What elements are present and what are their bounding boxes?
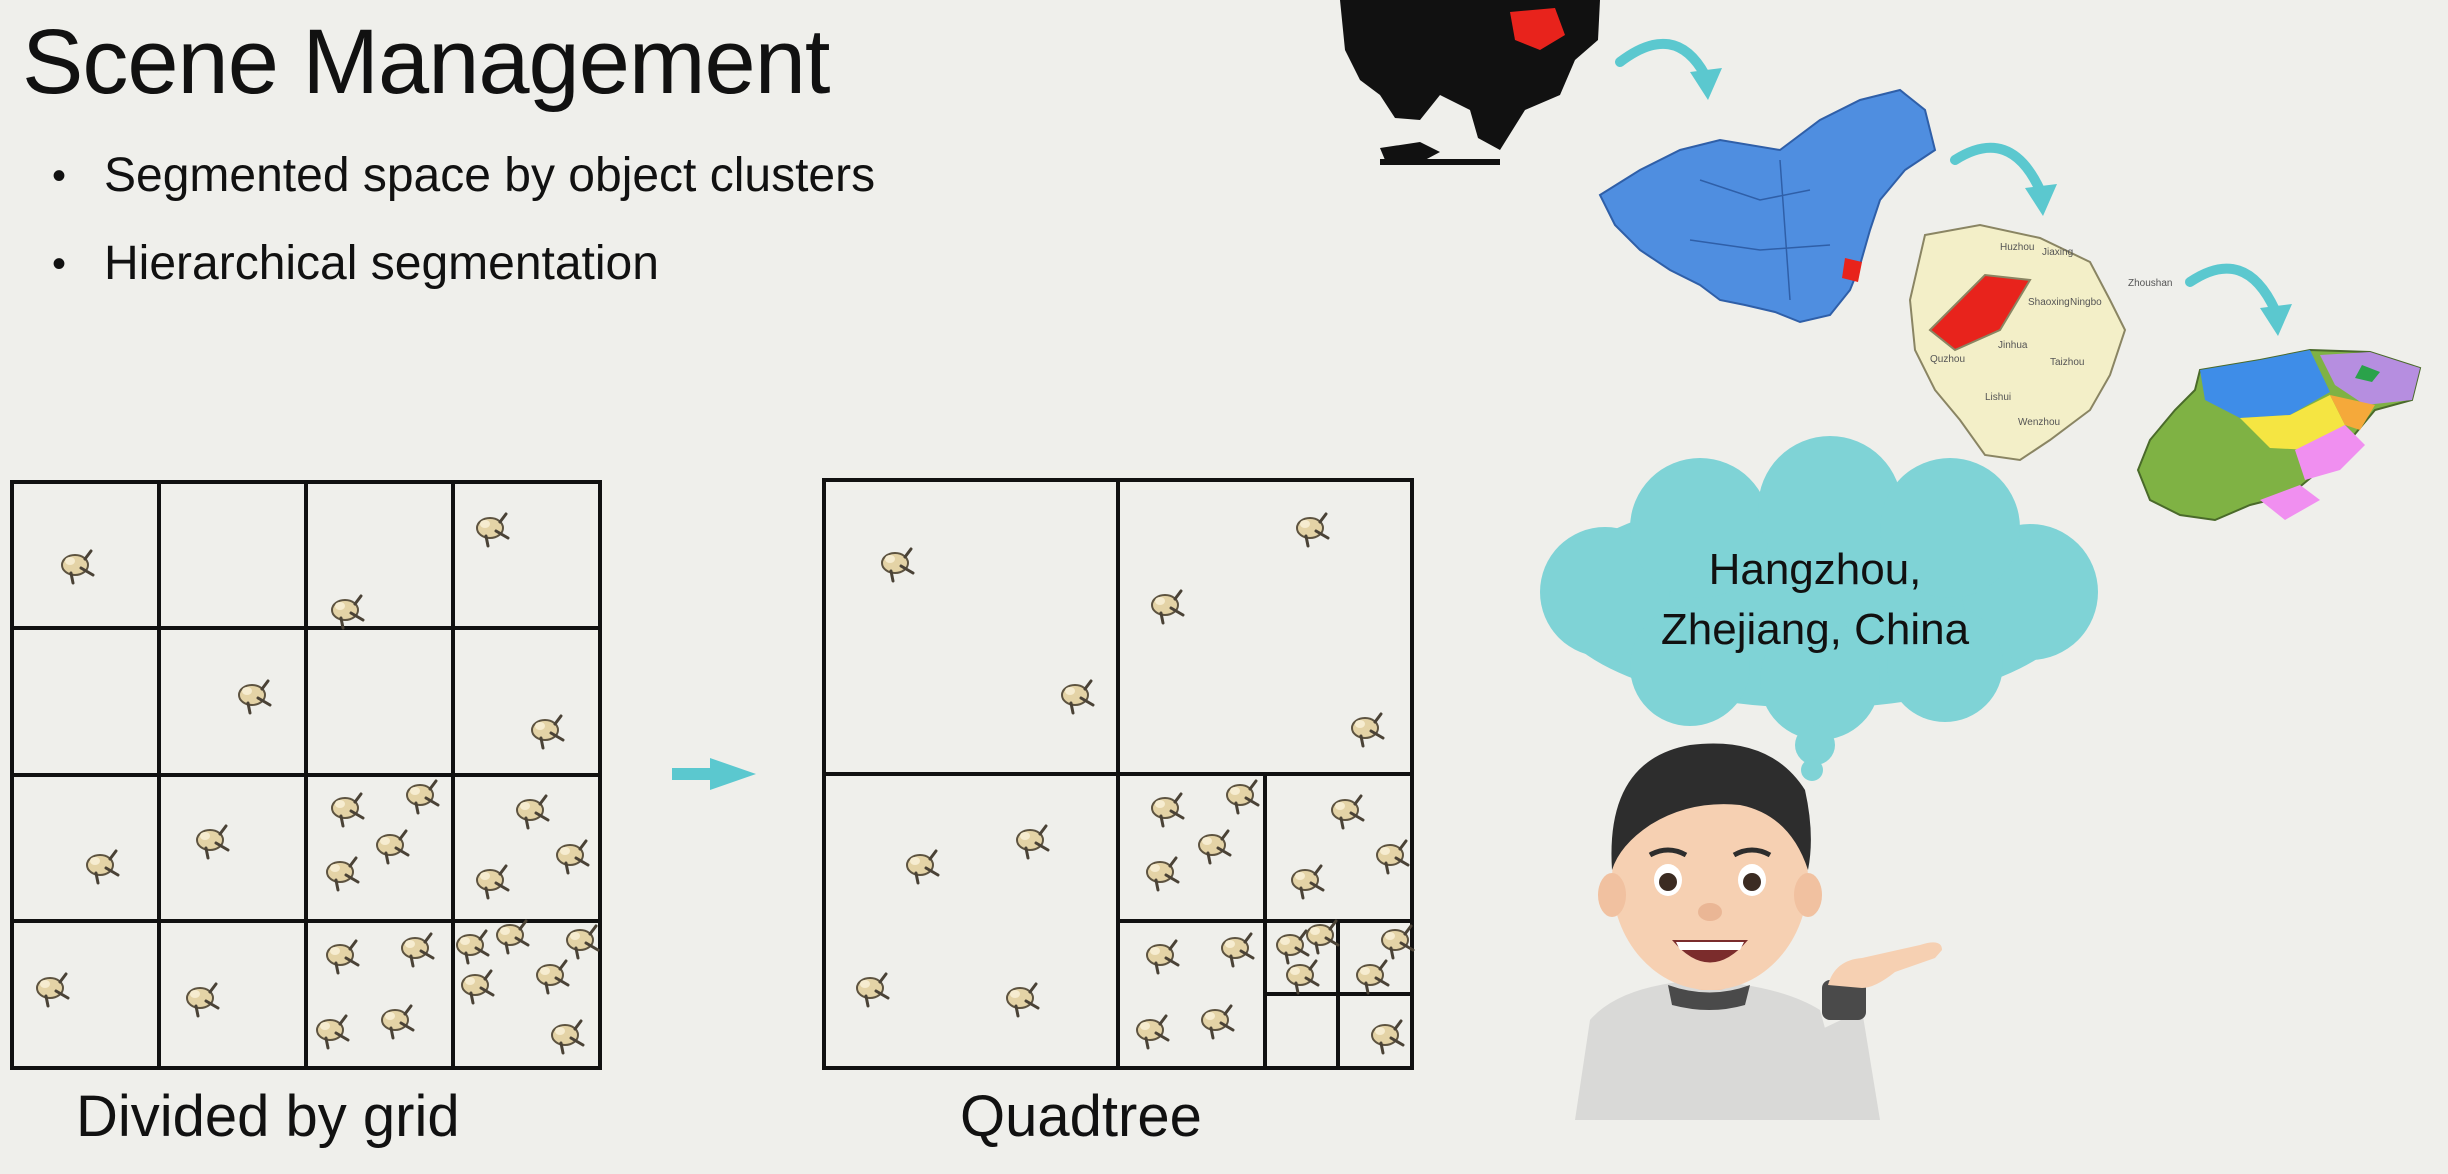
- speech-bubble: [1540, 436, 2098, 781]
- scene-object: [1355, 959, 1390, 995]
- scene-object: [880, 547, 915, 583]
- scene-object: [495, 919, 530, 955]
- scene-object: [330, 792, 365, 828]
- scene-object: [85, 849, 120, 885]
- bullet-list: Segmented space by object clusters Hiera…: [52, 132, 875, 308]
- curved-arrow-icon: [1615, 38, 2280, 315]
- grid-diagram: [10, 480, 602, 1070]
- china-map-icon: [1598, 88, 1937, 324]
- scene-object: [375, 829, 410, 865]
- bullet-item-2: Hierarchical segmentation: [52, 220, 875, 308]
- scene-object: [1290, 864, 1325, 900]
- scene-object: [35, 972, 70, 1008]
- map-label: Lishui: [1985, 392, 2011, 403]
- scene-object: [405, 779, 440, 815]
- scene-object: [535, 959, 570, 995]
- scene-object: [1275, 929, 1310, 965]
- scene-object: [475, 864, 510, 900]
- scene-object: [1375, 839, 1410, 875]
- map-label: Quzhou: [1930, 354, 1965, 365]
- map-label: Ningbo: [2070, 297, 2102, 308]
- scene-object: [400, 932, 435, 968]
- map-label: Jiaxing: [2042, 247, 2073, 258]
- speech-line-2: Zhejiang, China: [1660, 605, 1970, 654]
- scene-object: [380, 1004, 415, 1040]
- avatar-character: [1575, 743, 1942, 1120]
- scene-object: [1295, 512, 1330, 548]
- map-label: Shaoxing: [2028, 297, 2070, 308]
- speech-line-1: Hangzhou,: [1708, 545, 1922, 594]
- scene-object: [1370, 1019, 1405, 1055]
- slide-title: Scene Management: [22, 11, 830, 113]
- scene-object: [1150, 792, 1185, 828]
- quadtree-caption: Quadtree: [960, 1084, 1202, 1149]
- arrowheads: [1690, 68, 2292, 336]
- scene-object: [60, 549, 95, 585]
- scene-object: [1145, 939, 1180, 975]
- scene-object: [1285, 959, 1320, 995]
- grid-caption: Divided by grid: [76, 1084, 460, 1149]
- scene-object: [325, 856, 360, 892]
- scene-object: [1015, 824, 1050, 860]
- scene-object: [530, 714, 565, 750]
- scene-object: [1350, 712, 1385, 748]
- speech-bubble-text: Hangzhou, Zhejiang, China: [1555, 540, 2075, 660]
- bullet-item-1: Segmented space by object clusters: [52, 132, 875, 220]
- grid-objects: [35, 512, 600, 1055]
- map-label: Taizhou: [2050, 357, 2084, 368]
- scene-object: [1135, 1014, 1170, 1050]
- map-label: Huzhou: [2000, 242, 2034, 253]
- scene-object: [455, 929, 490, 965]
- scene-object: [855, 972, 890, 1008]
- right-arrow-icon: [672, 758, 756, 790]
- zhejiang-map-icon: Huzhou Jiaxing Shaoxing Ningbo Zhoushan …: [1908, 223, 2172, 462]
- map-label: Zhoushan: [2128, 278, 2172, 289]
- scene-object: [1005, 982, 1040, 1018]
- scene-object: [325, 939, 360, 975]
- scene-object: [1200, 1004, 1235, 1040]
- scene-object: [1145, 856, 1180, 892]
- map-label: Wenzhou: [2018, 417, 2060, 428]
- scene-object: [1197, 829, 1232, 865]
- scene-object: [905, 849, 940, 885]
- scene-object: [565, 924, 600, 960]
- quadtree-diagram: [822, 478, 1414, 1070]
- scene-object: [1225, 779, 1260, 815]
- world-map-icon: [1340, 0, 1600, 165]
- scene-object: [1060, 679, 1095, 715]
- scene-object: [330, 594, 365, 630]
- scene-object: [1330, 794, 1365, 830]
- scene-object: [1150, 589, 1185, 625]
- scene-object: [555, 839, 590, 875]
- scene-object: [1305, 919, 1340, 955]
- scene-object: [195, 824, 230, 860]
- scene-object: [237, 679, 272, 715]
- scene-object: [315, 1014, 350, 1050]
- quadtree-objects: [855, 512, 1415, 1055]
- scene-object: [1220, 932, 1255, 968]
- scene-object: [185, 982, 220, 1018]
- hangzhou-district-map-icon: [2136, 348, 2422, 522]
- scene-object: [515, 794, 550, 830]
- scene-object: [460, 969, 495, 1005]
- map-label: Jinhua: [1998, 340, 2028, 351]
- scene-object: [1380, 924, 1415, 960]
- scene-object: [550, 1019, 585, 1055]
- scene-object: [475, 512, 510, 548]
